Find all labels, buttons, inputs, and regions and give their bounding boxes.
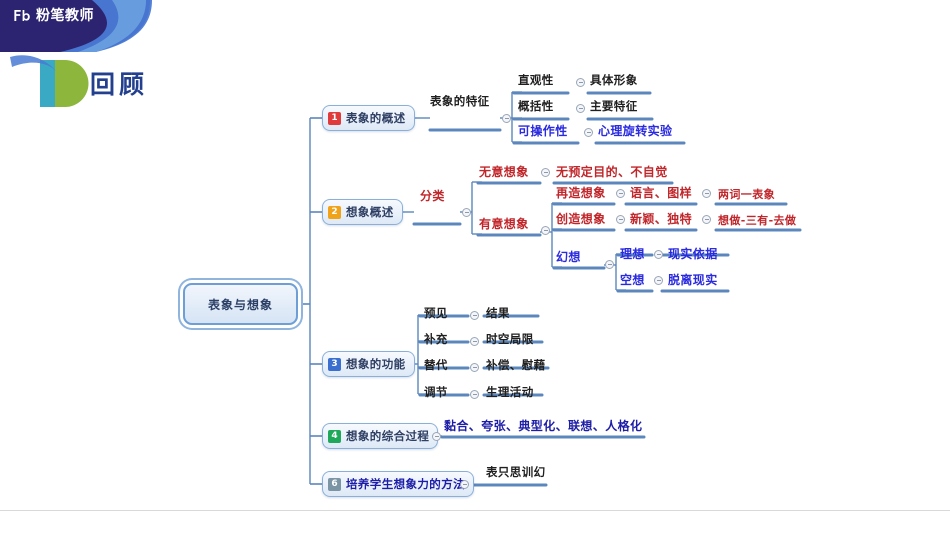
node-biaozhisixunhuan[interactable]: 表只思训幻 (486, 465, 546, 479)
node-liangciyibiaoxiang[interactable]: 两词一表象 (718, 188, 775, 201)
collapse-toggle-zongheguocheng[interactable] (432, 432, 441, 441)
bottom-divider (0, 510, 950, 511)
branch-label-4: 想象的综合过程 (346, 429, 430, 443)
branch-label-5: 培养学生想象力的方法 (346, 477, 465, 491)
branch-badge-4: 4 (328, 429, 341, 443)
root-label: 表象与想象 (207, 297, 273, 312)
node-zaizaoxiangxiang[interactable]: 再造想象 (556, 186, 606, 200)
node-jieguo[interactable]: 结果 (486, 306, 510, 320)
node-shenglihuodong[interactable]: 生理活动 (486, 385, 534, 399)
collapse-toggle-yujian[interactable] (470, 311, 479, 320)
collapse-toggle-huanxiang[interactable] (605, 260, 614, 269)
collapse-toggle-lixiang[interactable] (654, 250, 663, 259)
collapse-toggle-fenlei[interactable] (462, 208, 471, 217)
branch-badge-3: 3 (328, 357, 341, 371)
branch-node-4[interactable]: 4 想象的综合过程 (322, 423, 439, 449)
collapse-toggle-tidai[interactable] (470, 363, 479, 372)
branch-node-2[interactable]: 2 想象概述 (322, 199, 403, 225)
branch-label-2: 想象概述 (346, 205, 394, 219)
collapse-toggle-kecaozuoxing[interactable] (584, 128, 593, 137)
collapse-toggle-xinyingdute[interactable] (702, 215, 711, 224)
node-yuyantuyang[interactable]: 语言、图样 (630, 186, 693, 200)
node-chuangzaoxiangxiang[interactable]: 创造想象 (556, 212, 606, 226)
collapse-toggle-gaikuoxing[interactable] (576, 104, 585, 113)
node-buchong[interactable]: 补充 (424, 332, 448, 346)
node-zhiguanxing[interactable]: 直观性 (518, 73, 554, 87)
brand-logo: 粉笔教师 (12, 5, 94, 25)
node-youyixiangxiang[interactable]: 有意想象 (479, 217, 529, 231)
node-xinyingdute[interactable]: 新颖、独特 (630, 212, 693, 226)
fb-logo-icon (14, 9, 30, 21)
node-kongxiang[interactable]: 空想 (620, 273, 645, 287)
collapse-toggle-buchong[interactable] (470, 337, 479, 346)
node-tidai[interactable]: 替代 (424, 358, 448, 372)
node-fenlei[interactable]: 分类 (420, 189, 445, 203)
node-yujian[interactable]: 预见 (424, 306, 448, 320)
node-jutixingxiang[interactable]: 具体形象 (590, 73, 638, 87)
branch-node-3[interactable]: 3 想象的功能 (322, 351, 415, 377)
node-buchangweijie[interactable]: 补偿、慰藉 (486, 358, 546, 372)
page-title: 回顾 (90, 70, 149, 99)
branch-node-1[interactable]: 1 表象的概述 (322, 105, 415, 131)
node-gaikuoxing[interactable]: 概括性 (518, 99, 554, 113)
brand-name: 粉笔教师 (36, 8, 94, 24)
collapse-toggle-tezheng[interactable] (502, 114, 511, 123)
branch-label-1: 表象的概述 (346, 111, 406, 125)
collapse-toggle-yuyantuyang[interactable] (702, 189, 711, 198)
collapse-toggle-kongxiang[interactable] (654, 276, 663, 285)
branch-badge-5: 6 (328, 477, 341, 491)
node-zhuyaotezheng[interactable]: 主要特征 (590, 99, 638, 113)
title-decoration (10, 55, 89, 107)
node-xinlixuanzhuan[interactable]: 心理旋转实验 (598, 124, 673, 138)
node-huanxiang[interactable]: 幻想 (556, 250, 581, 264)
node-kecaozuoxing[interactable]: 可操作性 (518, 124, 568, 138)
collapse-toggle-zaizaoxiangxiang[interactable] (616, 189, 625, 198)
branch-badge-1: 1 (328, 111, 341, 125)
node-biaoxiang-tezheng[interactable]: 表象的特征 (430, 94, 490, 108)
collapse-toggle-chuangzaoxiangxiang[interactable] (616, 215, 625, 224)
collapse-toggle-tiaojie[interactable] (470, 390, 479, 399)
collapse-toggle-zhiguanxing[interactable] (576, 78, 585, 87)
collapse-toggle-youyixiangxiang[interactable] (541, 226, 550, 235)
node-wuyudingmude[interactable]: 无预定目的、不自觉 (556, 165, 668, 179)
branch-badge-2: 2 (328, 205, 341, 219)
top-banner: 粉笔教师 (0, 0, 240, 52)
branch-node-5[interactable]: 6 培养学生想象力的方法 (322, 471, 474, 497)
node-wuyixiangxiang[interactable]: 无意想象 (479, 165, 529, 179)
node-lixiang[interactable]: 理想 (620, 247, 645, 261)
branch-label-3: 想象的功能 (346, 357, 406, 371)
node-nianhekuazhang[interactable]: 黏合、夸张、典型化、联想、人格化 (444, 419, 643, 433)
mindmap-root-node[interactable]: 表象与想象 (183, 283, 298, 325)
collapse-toggle-wuyixiangxiang[interactable] (541, 168, 550, 177)
node-xianshiyiju[interactable]: 现实依据 (668, 247, 718, 261)
node-shikongjuxian[interactable]: 时空局限 (486, 332, 534, 346)
node-xiangzuosanyou[interactable]: 想做-三有-去做 (718, 214, 797, 227)
collapse-toggle-peiyangfangfa[interactable] (460, 480, 469, 489)
node-tiaojie[interactable]: 调节 (424, 385, 448, 399)
node-tuolixianshi[interactable]: 脱离现实 (668, 273, 718, 287)
